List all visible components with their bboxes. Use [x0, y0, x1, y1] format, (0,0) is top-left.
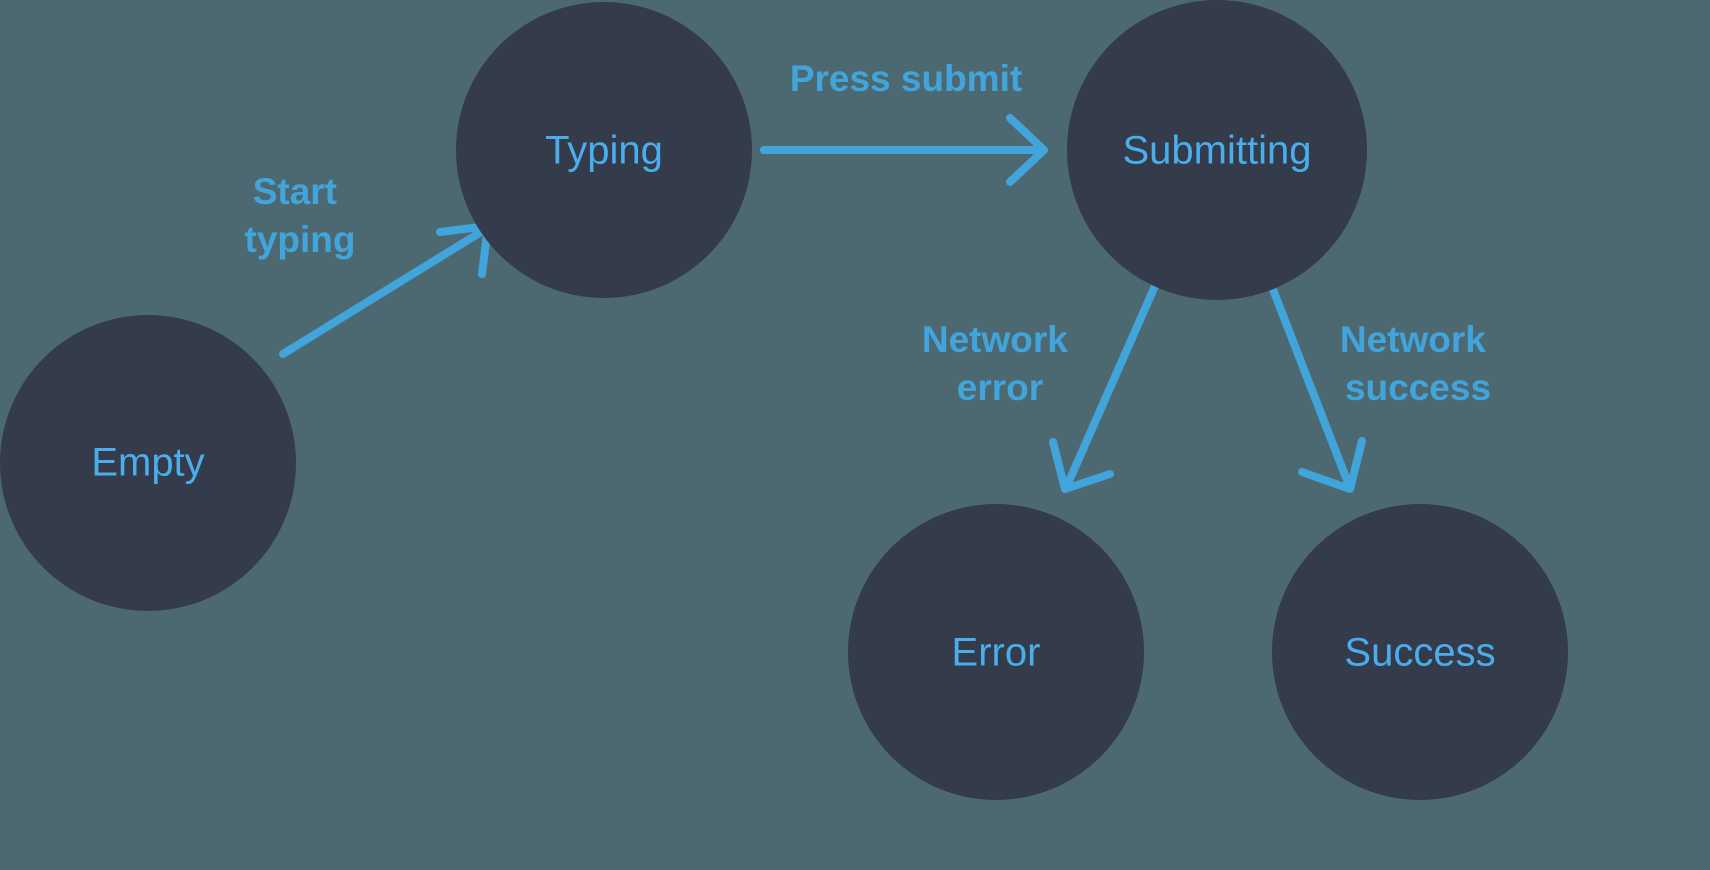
transition-network-success[interactable] [1268, 283, 1366, 493]
transition-network-error[interactable] [1049, 282, 1159, 493]
transition-start-typing-label-line-1: Start [253, 171, 337, 212]
transition-network-success-arrowhead [1298, 437, 1366, 493]
transition-network-error-label-line-2: error [957, 367, 1043, 408]
state-node-success-label: Success [1344, 631, 1495, 675]
state-node-success-circle [1272, 504, 1568, 800]
transition-press-submit-label-line-1: Press submit [790, 58, 1022, 99]
state-node-submitting[interactable]: Submitting [1067, 0, 1367, 300]
state-node-empty[interactable]: Empty [0, 315, 296, 611]
state-node-submitting-label: Submitting [1123, 129, 1312, 173]
transition-press-submit-label: Press submit [790, 58, 1022, 99]
state-node-submitting-circle [1067, 0, 1367, 300]
transition-network-error-arrowhead [1049, 438, 1114, 493]
transition-press-submit-arrowhead [1006, 114, 1048, 186]
transition-network-success-label: Network success [1340, 319, 1496, 408]
transition-network-success-label-line-2: success [1345, 367, 1491, 408]
state-node-typing-label: Typing [545, 129, 663, 173]
transition-start-typing-label: Start typing [245, 171, 356, 260]
state-node-typing-circle [456, 2, 752, 298]
state-node-error-label: Error [952, 631, 1041, 675]
state-node-error[interactable]: Error [848, 504, 1144, 800]
transition-network-success-line [1268, 283, 1354, 492]
transition-press-submit[interactable] [760, 114, 1048, 186]
state-node-empty-label: Empty [91, 441, 204, 485]
transition-start-typing-label-line-2: typing [245, 219, 356, 260]
transition-start-typing-line [279, 223, 493, 358]
transition-network-error-label: Network error [922, 319, 1078, 408]
state-node-typing[interactable]: Typing [456, 2, 752, 298]
state-node-success[interactable]: Success [1272, 504, 1568, 800]
state-node-error-circle [848, 504, 1144, 800]
transition-network-error-label-line-1: Network [922, 319, 1068, 360]
state-node-empty-circle [0, 315, 296, 611]
transition-network-success-label-line-1: Network [1340, 319, 1486, 360]
transition-network-error-line [1062, 282, 1159, 492]
